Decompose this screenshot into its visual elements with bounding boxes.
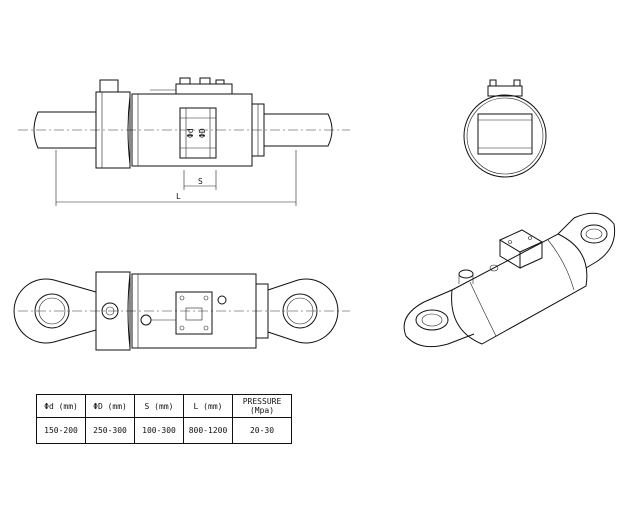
dim-label-rod-diameter: Φd xyxy=(186,128,195,138)
value-pressure: 20-30 xyxy=(232,417,292,444)
right-rod-end xyxy=(263,113,333,147)
iso-front-eye-bore xyxy=(415,309,449,331)
left-eye-bore xyxy=(34,293,70,329)
iso-rear-eye xyxy=(557,212,616,269)
right-eye-bore xyxy=(282,293,318,329)
header-bore-diameter: ΦD (mm) xyxy=(85,394,135,418)
iso-barrel xyxy=(451,233,588,345)
valve-block xyxy=(175,291,213,335)
iso-front-eye xyxy=(403,289,475,348)
spec-table-value-row: 150-200 250-300 100-300 800-1200 20-30 xyxy=(36,417,292,444)
end-view-outer-circle xyxy=(463,94,547,178)
sectional-side-view: Φd ΦD S L xyxy=(18,77,350,206)
spec-table-header-row: Φd (mm) ΦD (mm) S (mm) L (mm) PRESSURE (… xyxy=(36,394,292,418)
bleed-screw xyxy=(217,295,227,305)
dim-label-length: L xyxy=(176,192,181,201)
left-head-bottom xyxy=(95,271,131,351)
isometric-view xyxy=(403,212,616,348)
header-length: L (mm) xyxy=(183,394,233,418)
value-bore-diameter: 250-300 xyxy=(85,417,135,444)
left-rod-end xyxy=(33,111,97,149)
dim-label-bore-diameter: ΦD xyxy=(198,128,207,138)
barrel-gap-left xyxy=(127,95,131,165)
iso-port xyxy=(458,269,474,279)
manifold-block xyxy=(175,83,233,95)
port-plug xyxy=(140,314,152,326)
value-stroke: 100-300 xyxy=(134,417,184,444)
end-view-manifold xyxy=(487,85,523,97)
iso-rear-eye-bore xyxy=(580,224,608,244)
piston-section xyxy=(179,107,217,159)
bottom-side-view xyxy=(13,271,350,351)
header-rod-diameter: Φd (mm) xyxy=(36,394,86,418)
end-view-rod-section xyxy=(477,113,533,155)
spec-table: Φd (mm) ΦD (mm) S (mm) L (mm) PRESSURE (… xyxy=(36,394,292,444)
end-view xyxy=(463,79,547,178)
port-fitting-left xyxy=(99,79,119,93)
iso-valve-block xyxy=(498,229,544,253)
dim-label-stroke: S xyxy=(198,177,203,186)
header-stroke: S (mm) xyxy=(134,394,184,418)
header-pressure: PRESSURE (Mpa) xyxy=(232,394,292,418)
left-port xyxy=(101,302,119,320)
value-length: 800-1200 xyxy=(183,417,233,444)
left-clevis-eye xyxy=(13,278,97,344)
value-rod-diameter: 150-200 xyxy=(36,417,86,444)
right-clevis-eye xyxy=(267,278,339,344)
